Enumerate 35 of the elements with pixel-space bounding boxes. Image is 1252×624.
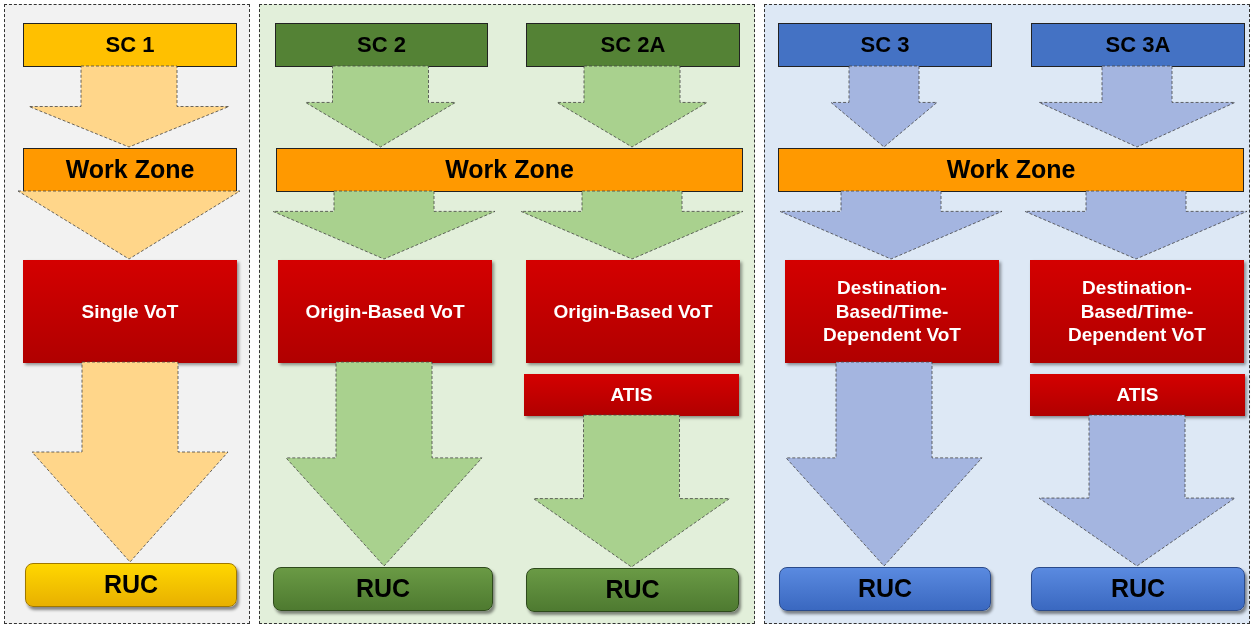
scenario-box: SC 3A xyxy=(1031,23,1245,67)
scenario-box: SC 2A xyxy=(526,23,740,67)
value-of-time-box: Destination-Based/Time-Dependent VoT xyxy=(785,260,999,363)
ruc-box: RUC xyxy=(25,563,237,607)
scenario-box: SC 2 xyxy=(275,23,488,67)
atis-box: ATIS xyxy=(524,374,739,416)
ruc-box: RUC xyxy=(779,567,991,611)
block-arrow xyxy=(533,414,730,568)
value-of-time-box: Origin-Based VoT xyxy=(526,260,740,363)
block-arrow xyxy=(17,190,241,260)
block-arrow xyxy=(1024,190,1248,260)
block-arrow xyxy=(520,190,744,260)
ruc-box: RUC xyxy=(1031,567,1245,611)
block-arrow xyxy=(272,190,496,260)
block-arrow xyxy=(28,65,230,148)
block-arrow xyxy=(556,65,708,148)
block-arrow xyxy=(285,361,483,567)
ruc-box: RUC xyxy=(526,568,739,612)
block-arrow xyxy=(830,65,938,148)
value-of-time-box: Origin-Based VoT xyxy=(278,260,492,363)
block-arrow xyxy=(1038,414,1236,567)
work-zone-box: Work Zone xyxy=(276,148,743,192)
atis-box: ATIS xyxy=(1030,374,1245,416)
ruc-box: RUC xyxy=(273,567,493,611)
work-zone-box: Work Zone xyxy=(778,148,1244,192)
block-arrow xyxy=(305,65,456,148)
block-arrow xyxy=(1038,65,1236,148)
value-of-time-box: Single VoT xyxy=(23,260,237,363)
scenario-box: SC 3 xyxy=(778,23,992,67)
work-zone-box: Work Zone xyxy=(23,148,237,192)
block-arrow xyxy=(31,361,229,563)
block-arrow xyxy=(779,190,1003,260)
value-of-time-box: Destination-Based/Time-Dependent VoT xyxy=(1030,260,1244,363)
block-arrow xyxy=(785,361,983,567)
scenario-box: SC 1 xyxy=(23,23,237,67)
